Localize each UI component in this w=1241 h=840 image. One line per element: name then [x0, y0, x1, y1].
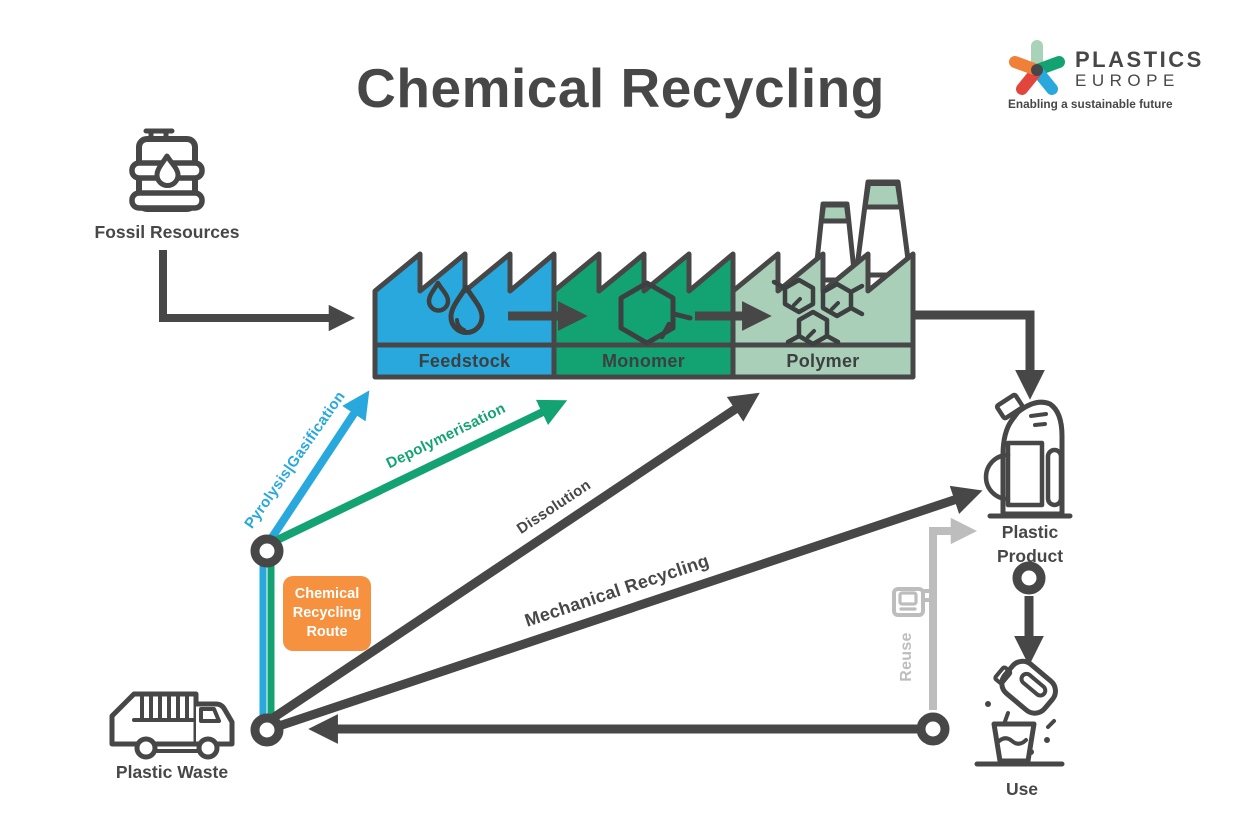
reuse-label: Reuse — [898, 632, 915, 682]
plastic-waste-label: Plastic Waste — [115, 762, 229, 782]
oil-barrel-icon — [129, 128, 205, 212]
logo-brand-bottom: EUROPE — [1075, 71, 1180, 91]
use-pouring-icon — [974, 658, 1065, 767]
logo-tagline: Enabling a sustainable future — [1008, 97, 1173, 111]
use-label: Use — [1005, 779, 1039, 799]
fossil-resources-label: Fossil Resources — [94, 222, 240, 242]
chemical-recycling-route-badge: Chemical Recycling Route — [283, 576, 371, 651]
depolymerisation-arrow — [269, 399, 568, 547]
monomer-label: Monomer — [601, 351, 686, 371]
oil-droplets-icon — [426, 280, 485, 335]
logo-brand-top: PLASTICS — [1075, 47, 1204, 72]
polymer-label: Polymer — [786, 351, 860, 371]
mechanical-recycling-arrow — [265, 485, 983, 735]
factory-building — [372, 251, 916, 380]
plastic-waste-node — [250, 713, 284, 747]
polymer-to-product-arrow — [913, 310, 1045, 400]
polymer-molecules-icon — [771, 277, 865, 347]
fossil-to-factory-arrow — [159, 250, 356, 332]
pyrolysis-arrow — [263, 390, 370, 548]
dissolution-arrow — [264, 392, 760, 726]
reuse-arrow — [929, 517, 978, 710]
reuse-jug-icon — [892, 587, 933, 617]
feedstock-label: Feedstock — [418, 351, 511, 371]
garbage-truck-icon — [109, 691, 235, 760]
page-title: Chemical Recycling — [356, 57, 885, 119]
logo-wordmark: PLASTICS EUROPE — [1075, 48, 1204, 91]
monomer-molecule-icon — [618, 280, 693, 346]
product-node — [1012, 561, 1046, 595]
plastics-europe-logo-icon — [1009, 40, 1065, 95]
use-node — [916, 712, 950, 746]
plastic-product-icon — [983, 392, 1073, 519]
route-branch-node — [250, 534, 284, 568]
plastic-product-label: Plastic Product — [996, 522, 1064, 566]
